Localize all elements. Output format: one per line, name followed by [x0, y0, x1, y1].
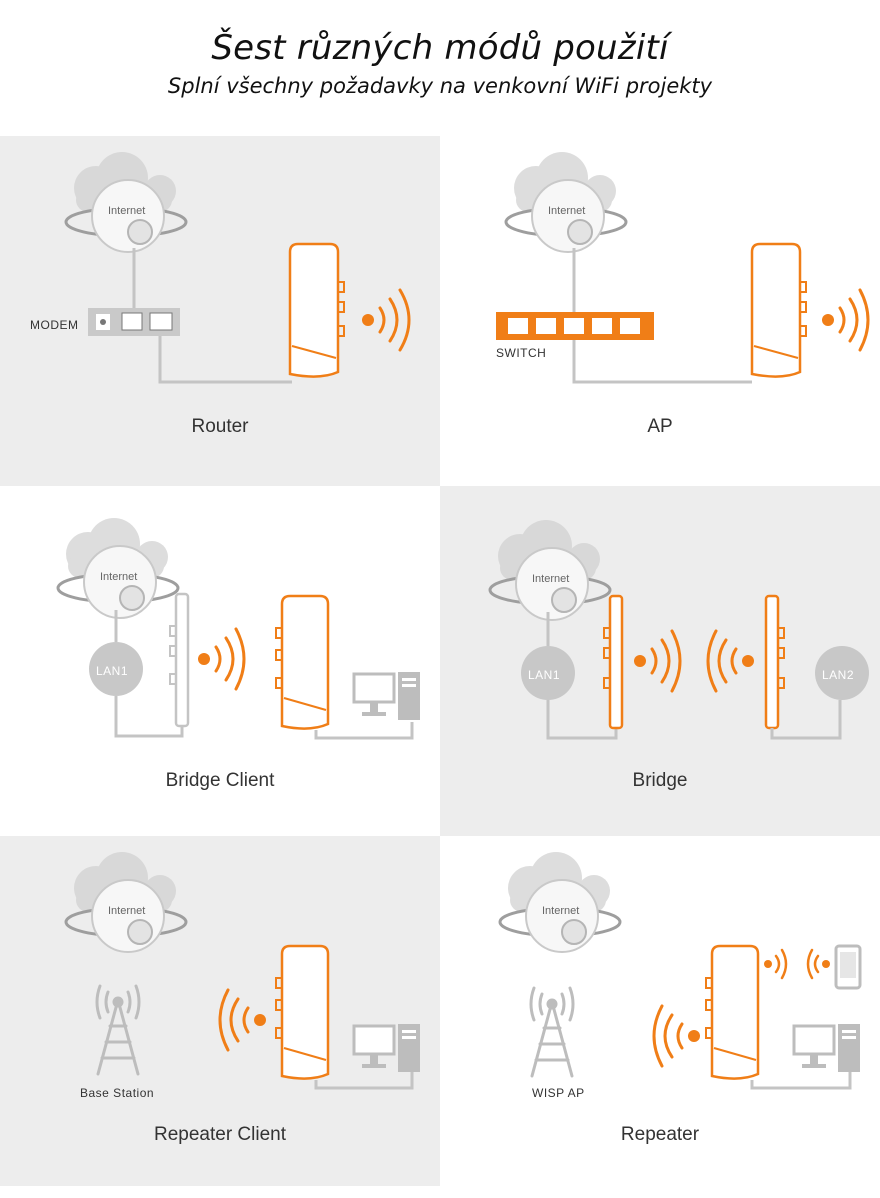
switch-label: SWITCH — [496, 346, 547, 360]
switch-icon — [496, 312, 654, 340]
wifi-signal-small-left-icon — [806, 948, 830, 980]
base-station-label: Base Station — [80, 1086, 155, 1100]
wifi-signal-icon — [218, 988, 266, 1052]
internet-cloud-icon: Internet — [64, 852, 188, 953]
wifi-signal-icon — [362, 288, 411, 352]
mode-label-bridge-client: Bridge Client — [165, 770, 275, 791]
computer-icon — [792, 1024, 860, 1072]
repeater-diagram: Internet — [498, 852, 862, 1090]
internet-cloud-icon: Internet — [504, 152, 628, 253]
cpe-device-side-icon-right — [764, 594, 785, 730]
panel-bridge-client: Internet LAN1 Bridge Cl — [0, 486, 440, 836]
bridge-client-diagram: Internet — [56, 518, 420, 740]
mode-label-repeater-client: Repeater Client — [153, 1124, 287, 1145]
wifi-signal-right-icon — [634, 629, 682, 693]
panel-repeater: Internet — [440, 836, 880, 1186]
router-diagram: Internet — [64, 152, 411, 384]
internet-label: Internet — [108, 205, 145, 217]
wifi-signal-small-right-icon — [764, 948, 788, 980]
lan2-node — [815, 646, 869, 700]
mode-label-router: Router — [191, 416, 249, 437]
mode-label-repeater: Repeater — [620, 1124, 700, 1145]
phone-icon — [834, 944, 862, 990]
cpe-device-icon — [275, 944, 330, 1080]
internet-cloud-icon: Internet — [64, 152, 188, 253]
panel-ap: Internet SWITCH AP — [440, 136, 880, 486]
page-title: Šest různých módů použití — [211, 28, 669, 68]
mode-label-bridge: Bridge — [632, 770, 688, 791]
ap-diagram: Internet — [496, 152, 870, 384]
wisp-ap-label: WISP AP — [532, 1086, 585, 1100]
wifi-signal-left-icon — [706, 629, 754, 693]
cpe-device-side-icon — [169, 592, 190, 728]
cpe-device-icon — [705, 944, 760, 1080]
mode-label-ap: AP — [647, 416, 673, 437]
cpe-device-icon — [275, 594, 330, 730]
cpe-device-icon — [288, 242, 345, 378]
modem-label: MODEM — [30, 318, 79, 332]
panel-router: Internet MODEM Router — [0, 136, 440, 486]
internet-cloud-icon: Internet — [488, 520, 612, 621]
repeater-client-diagram: Internet — [64, 852, 420, 1090]
cpe-device-side-icon-left — [603, 594, 624, 730]
internet-label: Internet — [542, 905, 579, 917]
panel-repeater-client: Internet Base Station Repeater Client — [0, 836, 440, 1186]
internet-label: Internet — [532, 573, 569, 585]
computer-icon — [352, 1024, 420, 1072]
modem-icon — [88, 308, 180, 336]
internet-cloud-icon: Internet — [498, 852, 622, 953]
cpe-device-icon — [750, 242, 807, 378]
page-subtitle: Splní všechny požadavky na venkovní WiFi… — [167, 74, 713, 98]
lan1-node — [89, 642, 143, 696]
lan1-label: LAN1 — [96, 664, 129, 678]
base-station-tower-icon — [95, 984, 141, 1076]
wifi-signal-icon — [198, 627, 246, 691]
wifi-signal-left-icon — [652, 1004, 700, 1068]
lan1-label: LAN1 — [528, 668, 561, 682]
internet-label: Internet — [108, 905, 145, 917]
panel-bridge: Internet LAN1 LAN2 Bridge — [440, 486, 880, 836]
internet-label: Internet — [100, 571, 137, 583]
lan2-label: LAN2 — [822, 668, 855, 682]
bridge-diagram: Internet — [488, 520, 869, 740]
internet-cloud-icon: Internet — [56, 518, 180, 619]
wifi-signal-icon — [822, 288, 870, 352]
computer-icon — [352, 672, 420, 720]
lan1-node — [521, 646, 575, 700]
internet-label: Internet — [548, 205, 585, 217]
wisp-tower-icon — [529, 986, 575, 1078]
